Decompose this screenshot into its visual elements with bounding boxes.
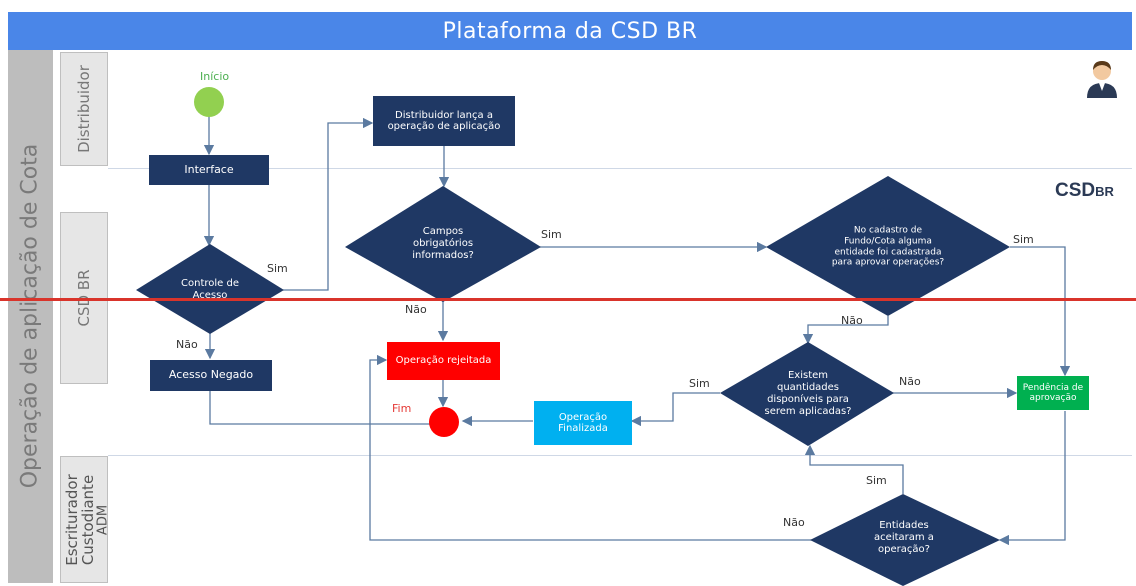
distribuidor-lanca-box: Distribuidor lança a operação de aplicaç… xyxy=(373,96,515,146)
lane-adm xyxy=(60,456,108,583)
campos-decision xyxy=(345,186,541,302)
operacao-rejeitada-box: Operação rejeitada xyxy=(387,342,500,380)
entidades-text: Entidades aceitaram a operação? xyxy=(874,520,934,555)
controle-text: Controle de Acesso xyxy=(181,278,239,301)
campos-nao-label: Não xyxy=(405,303,427,316)
existem-nao-label: Não xyxy=(899,375,921,388)
controle-nao-label: Não xyxy=(176,338,198,351)
operacao-finalizada-box: Operação Finalizada xyxy=(534,401,632,445)
cadastro-decision xyxy=(766,176,1010,316)
start-label: Início xyxy=(200,70,230,83)
cadastro-sim-label: Sim xyxy=(1013,233,1034,246)
controle-sim-label: Sim xyxy=(267,262,288,275)
csd-br-logo: CSDBR xyxy=(1055,180,1114,201)
controle-decision xyxy=(136,244,284,334)
end-label: Fim xyxy=(392,402,412,415)
existem-decision xyxy=(720,342,894,446)
lane-separator xyxy=(108,168,1132,169)
highlight-line xyxy=(0,298,1136,301)
pendencia-aprovacao-box: Pendência de aprovação xyxy=(1017,376,1089,410)
start-event xyxy=(194,87,224,117)
lane-distribuidor xyxy=(60,52,108,166)
existem-text: Existem quantidades disponíveis para ser… xyxy=(764,370,852,417)
campos-sim-label: Sim xyxy=(541,228,562,241)
lane-separator xyxy=(108,455,1132,456)
interface-box: Interface xyxy=(149,155,269,185)
user-icon xyxy=(1087,61,1117,98)
existem-sim-label: Sim xyxy=(689,377,710,390)
cadastro-nao-label: Não xyxy=(841,314,863,327)
diagram-title: Plataforma da CSD BR xyxy=(8,12,1132,50)
entidades-sim-label: Sim xyxy=(866,474,887,487)
process-lane xyxy=(8,50,53,583)
end-event xyxy=(429,407,459,437)
entidades-decision xyxy=(810,494,1000,586)
acesso-negado-box: Acesso Negado xyxy=(150,360,272,391)
cadastro-text: No cadastro de Fundo/Cota alguma entidad… xyxy=(831,225,945,268)
campos-text: Campos obrigatórios informados? xyxy=(412,226,474,261)
entidades-nao-label: Não xyxy=(783,516,805,529)
